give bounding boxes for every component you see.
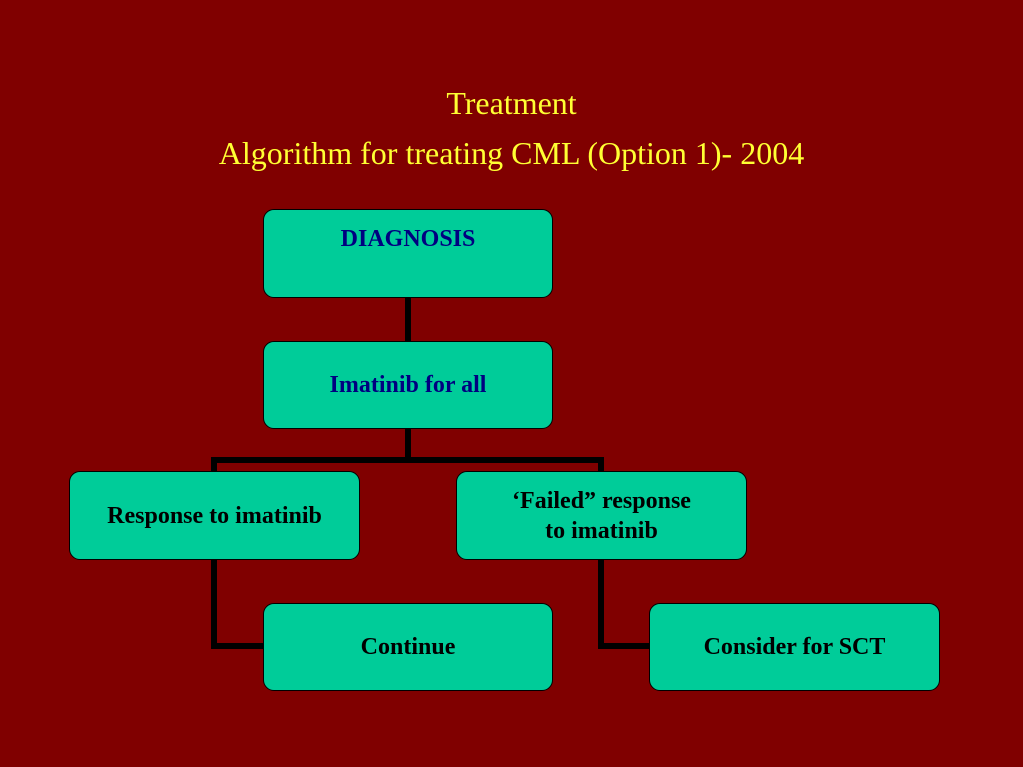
node-failed-label-line2: to imatinib [545, 517, 658, 544]
node-diagnosis-label: DIAGNOSIS [340, 226, 476, 252]
node-consider-for-sct: Consider for SCT [649, 603, 940, 691]
connector-failed-to-sct [598, 557, 652, 649]
connector-response-to-continue [211, 557, 266, 649]
slide-subtitle: Algorithm for treating CML (Option 1)- 2… [218, 135, 805, 171]
slide-title: Treatment [446, 85, 577, 121]
node-failed-response: ‘Failed” response to imatinib [456, 471, 747, 560]
node-response-to-imatinib: Response to imatinib [69, 471, 360, 560]
node-response-label: Response to imatinib [107, 502, 322, 529]
node-diagnosis: DIAGNOSIS [263, 209, 553, 298]
node-imatinib-for-all: Imatinib for all [263, 341, 553, 429]
node-imatinib-label: Imatinib for all [329, 372, 487, 398]
node-sct-label: Consider for SCT [703, 634, 886, 660]
node-continue-label: Continue [360, 634, 456, 660]
node-continue: Continue [263, 603, 553, 691]
node-failed-label-line1: ‘Failed” response [512, 487, 691, 514]
